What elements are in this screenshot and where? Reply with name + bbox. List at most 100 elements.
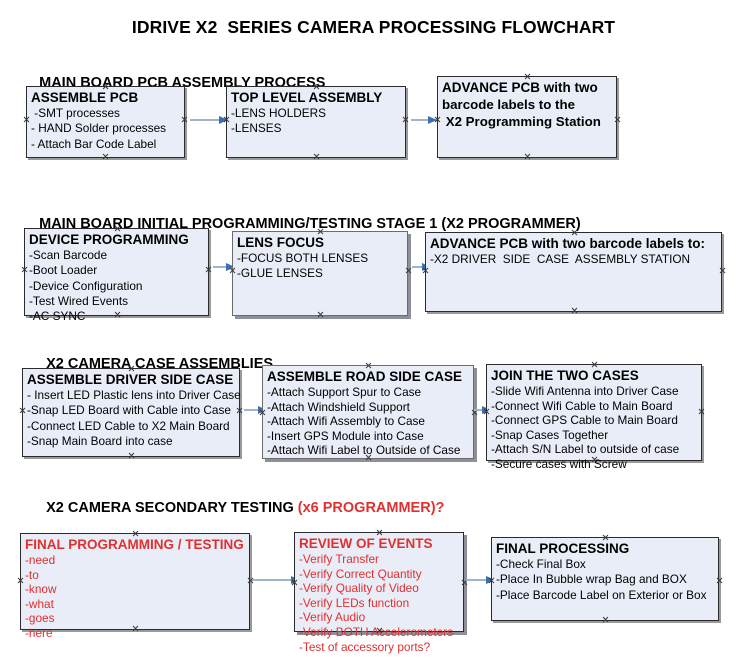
connector-handle-right[interactable] bbox=[698, 408, 705, 415]
box-final-programming-testing[interactable]: FINAL PROGRAMMING / TESTING -need -to -k… bbox=[17, 533, 250, 640]
box-assemble-pcb[interactable]: ASSEMBLE PCB -SMT processes - HAND Solde… bbox=[26, 86, 185, 158]
connector-handle-left[interactable] bbox=[23, 116, 30, 123]
box-review-of-events-line-1: -Verify Correct Quantity bbox=[299, 566, 422, 581]
box-lens-focus-line-0: -FOCUS BOTH LENSES bbox=[237, 251, 369, 265]
box-assemble-road-side-case-title: ASSEMBLE ROAD SIDE CASE bbox=[267, 369, 463, 384]
connector-handle-bottom[interactable] bbox=[102, 153, 109, 160]
box-advance-pcb-station-line-1: X2 Programming Station bbox=[442, 114, 601, 129]
connector-handle-bottom[interactable] bbox=[313, 153, 320, 160]
box-final-processing-line-2: -Place Barcode Label on Exterior or Box bbox=[496, 587, 707, 602]
box-assemble-road-side-case-line-1: -Attach Windshield Support bbox=[267, 399, 410, 414]
box-final-processing-line-0: -Check Final Box bbox=[496, 557, 586, 571]
box-final-programming-testing-title: FINAL PROGRAMMING / TESTING bbox=[25, 537, 244, 552]
box-advance-pcb-station[interactable]: ADVANCE PCB with two barcode labels to t… bbox=[437, 76, 617, 158]
connector-handle-top[interactable] bbox=[365, 362, 372, 369]
arrow-pcb-to-top-level bbox=[190, 116, 228, 124]
box-lens-focus-title: LENS FOCUS bbox=[237, 235, 325, 250]
box-top-level-assembly-title: TOP LEVEL ASSEMBLY bbox=[231, 90, 383, 105]
box-join-the-two-cases-title: JOIN THE TWO CASES bbox=[491, 368, 639, 383]
section-heading-4-text: X2 CAMERA SECONDARY TESTING bbox=[46, 500, 298, 516]
box-advance-pcb-station-line-0: barcode labels to the bbox=[442, 97, 576, 112]
box-assemble-pcb-title: ASSEMBLE PCB bbox=[31, 90, 139, 105]
box-assemble-pcb-line-1: - HAND Solder processes bbox=[31, 121, 167, 136]
box-assemble-road-side-case-line-3: -Insert GPS Module into Case bbox=[267, 428, 424, 443]
box-final-processing-line-1: -Place In Bubble wrap Bag and BOX bbox=[496, 572, 687, 587]
connector-handle-right[interactable] bbox=[719, 267, 726, 274]
box-assemble-driver-side-case-line-2: -Connect LED Cable to X2 Main Board bbox=[27, 418, 230, 433]
arrow-final-programming-to-review bbox=[252, 576, 300, 584]
box-review-of-events-title: REVIEW OF EVENTS bbox=[299, 536, 433, 551]
box-advance-pcb-driver-station-line-0: -X2 DRIVER SIDE CASE ASSEMBLY STATION bbox=[430, 252, 691, 266]
box-join-the-two-cases[interactable]: JOIN THE TWO CASES -Slide Wifi Antenna i… bbox=[486, 361, 705, 471]
box-review-of-events[interactable]: REVIEW OF EVENTS -Verify Transfer -Verif… bbox=[294, 532, 464, 654]
connector-handle-bottom[interactable] bbox=[128, 452, 135, 459]
connector-handle-bottom[interactable] bbox=[571, 307, 578, 314]
connector-handle-right[interactable] bbox=[236, 407, 243, 414]
box-assemble-pcb-line-0: -SMT processes bbox=[31, 106, 120, 120]
box-device-programming[interactable]: DEVICE PROGRAMMING -Scan Barcode -Boot L… bbox=[21, 228, 212, 323]
connector-handle-top[interactable] bbox=[524, 73, 531, 80]
box-final-programming-testing-line-3: -what bbox=[25, 596, 54, 611]
connector-handle-left[interactable] bbox=[21, 266, 28, 273]
box-review-of-events-line-3: -Verify LEDs function bbox=[299, 595, 410, 610]
box-assemble-driver-side-case-title: ASSEMBLE DRIVER SIDE CASE bbox=[27, 372, 234, 387]
box-top-level-assembly[interactable]: TOP LEVEL ASSEMBLY -LENS HOLDERS -LENSES bbox=[226, 86, 406, 158]
box-review-of-events-line-2: -Verify Quality of Video bbox=[299, 581, 419, 596]
box-final-processing-title: FINAL PROCESSING bbox=[496, 541, 630, 556]
connector-handle-bottom[interactable] bbox=[317, 311, 324, 318]
box-review-of-events-line-6: -Test of accessory ports? bbox=[299, 639, 431, 654]
connector-handle-right[interactable] bbox=[405, 267, 412, 274]
box-review-of-events-line-4: -Verify Audio bbox=[299, 610, 366, 625]
arrow-top-level-to-advance bbox=[411, 116, 437, 124]
connector-handle-top[interactable] bbox=[591, 361, 598, 368]
box-device-programming-line-4: -AC SYNC bbox=[29, 309, 86, 324]
box-join-the-two-cases-line-3: -Snap Cases Together bbox=[491, 427, 609, 442]
box-assemble-driver-side-case-line-0: - Insert LED Plastic lens into Driver Ca… bbox=[27, 388, 241, 402]
box-assemble-driver-side-case-line-3: -Snap Main Board into case bbox=[27, 433, 173, 448]
box-top-level-assembly-line-0: -LENS HOLDERS bbox=[231, 106, 327, 120]
box-join-the-two-cases-line-2: -Connect GPS Cable to Main Board bbox=[491, 413, 678, 428]
section-heading-4-accent: (x6 PROGRAMMER)? bbox=[297, 500, 445, 516]
box-review-of-events-line-5: -Verify BOTH Accelerometers bbox=[299, 624, 454, 639]
box-join-the-two-cases-line-0: -Slide Wifi Antenna into Driver Case bbox=[491, 384, 679, 398]
box-review-of-events-line-0: -Verify Transfer bbox=[299, 552, 379, 566]
connector-handle-right[interactable] bbox=[402, 116, 409, 123]
box-top-level-assembly-line-1: -LENSES bbox=[231, 121, 282, 136]
box-assemble-road-side-case-line-0: -Attach Support Spur to Case bbox=[267, 385, 422, 399]
box-device-programming-line-0: -Scan Barcode bbox=[29, 248, 108, 262]
box-final-programming-testing-line-5: -here bbox=[25, 625, 53, 640]
box-assemble-road-side-case-line-2: -Attach Wifi Assembly to Case bbox=[267, 414, 425, 429]
box-assemble-road-side-case[interactable]: ASSEMBLE ROAD SIDE CASE -Attach Support … bbox=[262, 365, 474, 459]
box-final-programming-testing-line-0: -need bbox=[25, 553, 56, 567]
box-join-the-two-cases-line-4: -Attach S/N Label to outside of case bbox=[491, 442, 680, 457]
connector-handle-left[interactable] bbox=[19, 407, 26, 414]
box-final-programming-testing-line-1: -to bbox=[25, 567, 39, 582]
box-advance-pcb-station-title: ADVANCE PCB with two bbox=[442, 80, 598, 95]
connector-handle-bottom[interactable] bbox=[602, 616, 609, 623]
box-device-programming-line-3: -Test Wired Events bbox=[29, 293, 128, 308]
page-title: IDRIVE X2 SERIES CAMERA PROCESSING FLOWC… bbox=[131, 17, 616, 37]
box-join-the-two-cases-line-5: -Secure cases with Screw bbox=[491, 456, 627, 471]
connector-handle-right[interactable] bbox=[716, 577, 723, 584]
box-lens-focus[interactable]: LENS FOCUS -FOCUS BOTH LENSES -GLUE LENS… bbox=[232, 231, 408, 316]
box-device-programming-line-1: -Boot Loader bbox=[29, 263, 98, 278]
box-assemble-driver-side-case-line-1: -Snap LED Board with Cable into Case bbox=[27, 403, 231, 418]
box-assemble-pcb-line-2: - Attach Bar Code Label bbox=[31, 136, 157, 151]
arrow-review-to-final-processing bbox=[466, 576, 495, 584]
box-assemble-driver-side-case[interactable]: ASSEMBLE DRIVER SIDE CASE - Insert LED P… bbox=[19, 368, 243, 459]
box-final-programming-testing-line-4: -goes bbox=[25, 611, 55, 626]
connector-handle-right[interactable] bbox=[614, 116, 621, 123]
box-device-programming-title: DEVICE PROGRAMMING bbox=[29, 232, 189, 247]
box-advance-pcb-driver-station-title: ADVANCE PCB with two barcode labels to: bbox=[430, 236, 706, 251]
connector-handle-left[interactable] bbox=[17, 577, 24, 584]
connector-handle-right[interactable] bbox=[205, 266, 212, 273]
arrow-device-to-lens-focus bbox=[213, 263, 235, 271]
box-advance-pcb-driver-station[interactable]: ADVANCE PCB with two barcode labels to: … bbox=[425, 232, 722, 312]
box-device-programming-line-2: -Device Configuration bbox=[29, 278, 143, 293]
connector-handle-bottom[interactable] bbox=[524, 153, 531, 160]
box-final-processing[interactable]: FINAL PROCESSING -Check Final Box -Place… bbox=[491, 537, 719, 621]
connector-handle-top[interactable] bbox=[602, 534, 609, 541]
connector-handle-right[interactable] bbox=[181, 116, 188, 123]
box-assemble-road-side-case-line-4: -Attach Wifi Label to Outside of Case bbox=[267, 443, 461, 458]
